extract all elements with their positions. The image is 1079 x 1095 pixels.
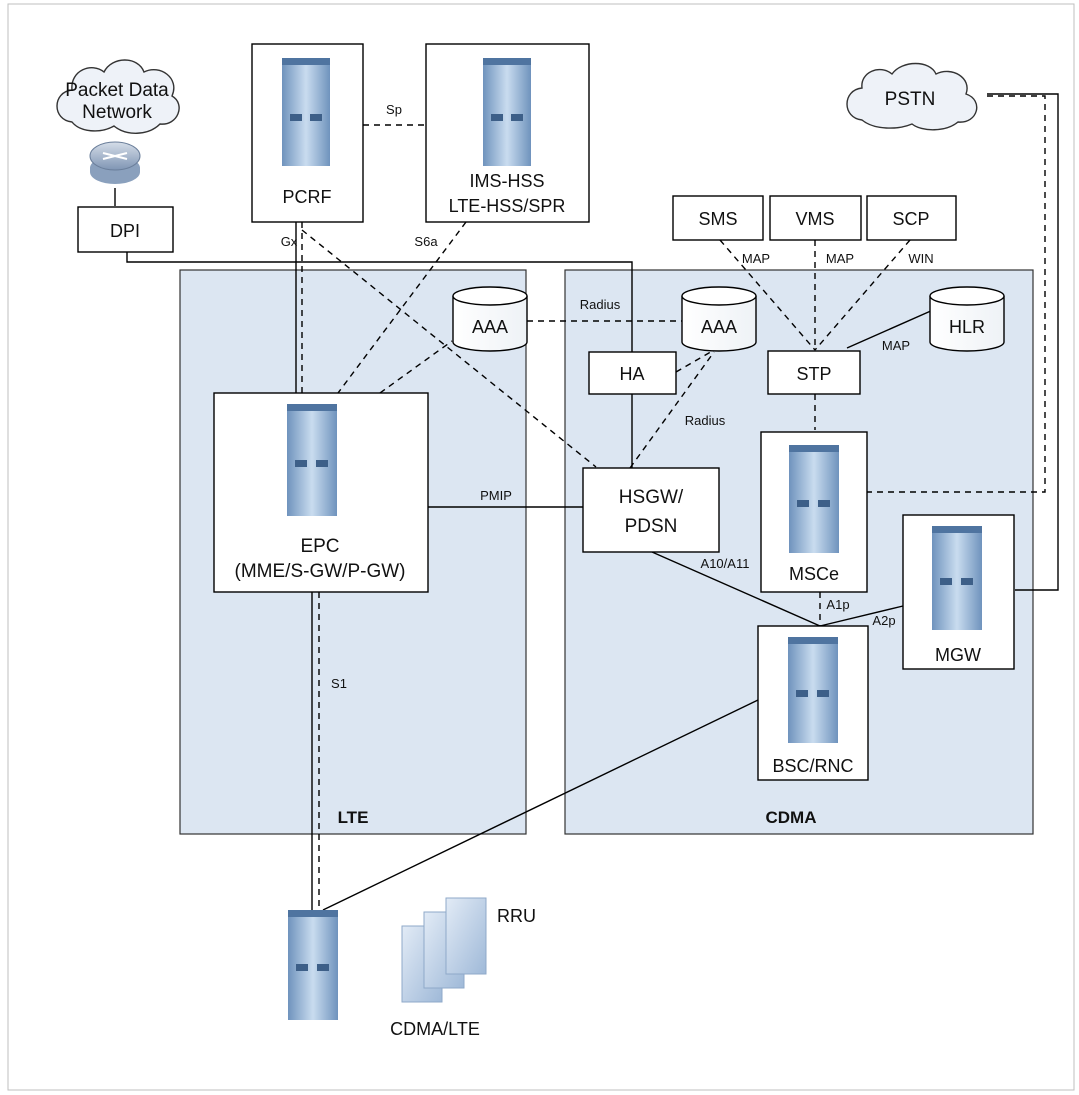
if-win: WIN — [908, 251, 933, 266]
cloud-icon — [846, 62, 978, 131]
dpi-box: DPI — [77, 206, 174, 253]
if-s1: S1 — [331, 676, 347, 691]
packet-data-network-cloud: Packet Data Network — [56, 59, 180, 134]
solid-links — [114, 93, 1059, 911]
database-icon — [681, 286, 757, 352]
aaa-cdma-database: AAA — [681, 286, 757, 352]
aaa-cdma-label: AAA — [701, 317, 737, 337]
if-s6a: S6a — [414, 234, 438, 249]
link-sms-stp — [719, 239, 816, 351]
link-ha-aaa — [675, 349, 715, 373]
pdn-label-line1: Packet Data — [65, 80, 169, 101]
if-map-sms: MAP — [742, 251, 770, 266]
link-pstn-mgw — [987, 93, 1059, 591]
dpi-label: DPI — [110, 221, 140, 241]
if-a1p: A1p — [826, 597, 849, 612]
link-scp-stp — [814, 239, 911, 351]
server-icon — [789, 445, 839, 553]
link-a10 — [651, 551, 821, 627]
mgw-label: MGW — [935, 645, 981, 665]
hsgw-label-line2: PDSN — [625, 516, 678, 537]
link-dpi-ha — [126, 252, 633, 352]
if-map-hlr: MAP — [882, 338, 910, 353]
link-bsc-bts — [322, 699, 759, 911]
link-s6a — [337, 221, 467, 394]
bts-server — [288, 910, 338, 1020]
msce-box: MSCe — [760, 431, 868, 593]
ha-label: HA — [619, 364, 644, 384]
bts-label: CDMA/LTE — [390, 1019, 480, 1039]
ha-box: HA — [588, 351, 677, 395]
server-icon — [288, 910, 338, 1020]
scp-label: SCP — [892, 209, 929, 229]
server-icon — [287, 404, 337, 516]
rru-icon — [401, 897, 487, 1003]
link-pcrf-hsgw — [301, 229, 597, 468]
vms-label: VMS — [795, 209, 834, 229]
hsgw-label-line1: HSGW/ — [619, 487, 684, 508]
link-epc-aaa — [379, 340, 453, 394]
aaa-lte-database: AAA — [452, 286, 528, 352]
bsc-box: BSC/RNC — [757, 625, 869, 781]
cdma-region-label: CDMA — [766, 808, 817, 827]
cloud-icon — [56, 59, 180, 134]
vms-box: VMS — [769, 195, 862, 241]
scp-box: SCP — [866, 195, 957, 241]
if-map-vms: MAP — [826, 251, 854, 266]
rru-label: RRU — [497, 906, 536, 926]
ims-hss-box: IMS-HSS LTE-HSS/SPR — [425, 43, 590, 223]
ims-hss-label-line2: LTE-HSS/SPR — [449, 196, 566, 216]
mgw-box: MGW — [902, 514, 1015, 670]
msce-label: MSCe — [789, 564, 839, 584]
if-gx: Gx — [281, 234, 298, 249]
link-hsgw-aaa — [629, 351, 715, 469]
pdn-label-line2: Network — [82, 102, 152, 123]
if-a10-a11: A10/A11 — [701, 556, 750, 571]
database-icon — [929, 286, 1005, 352]
sms-label: SMS — [698, 209, 737, 229]
link-stp-hlr — [846, 309, 934, 349]
aaa-lte-label: AAA — [472, 317, 508, 337]
server-icon — [282, 58, 330, 166]
epc-box: EPC (MME/S-GW/P-GW) — [213, 392, 429, 593]
interface-labels: Sp Gx S6a Radius Radius MAP MAP WIN MAP … — [281, 102, 934, 691]
hlr-label: HLR — [949, 317, 985, 337]
pcrf-label: PCRF — [283, 187, 332, 207]
server-icon — [483, 58, 531, 166]
hsgw-box: HSGW/ PDSN — [582, 467, 720, 553]
epc-label-line1: EPC — [300, 536, 339, 557]
epc-label-line2: (MME/S-GW/P-GW) — [235, 561, 406, 582]
link-a2p — [819, 605, 904, 627]
if-a2p: A2p — [872, 613, 895, 628]
pstn-cloud: PSTN — [846, 62, 978, 131]
lte-region-label: LTE — [338, 808, 369, 827]
if-sp: Sp — [386, 102, 402, 117]
ims-hss-label-line1: IMS-HSS — [469, 171, 544, 191]
link-pstn-msce — [867, 95, 1046, 493]
stp-box: STP — [767, 350, 861, 395]
hlr-database: HLR — [929, 286, 1005, 352]
pcrf-box: PCRF — [251, 43, 364, 223]
if-pmip: PMIP — [480, 488, 512, 503]
stp-label: STP — [796, 364, 831, 384]
if-radius-mid: Radius — [685, 413, 726, 428]
router-icon — [89, 141, 141, 184]
if-radius-top: Radius — [580, 297, 621, 312]
pstn-label: PSTN — [885, 89, 936, 110]
server-icon — [932, 526, 982, 630]
server-icon — [788, 637, 838, 743]
bsc-label: BSC/RNC — [772, 756, 853, 776]
sms-box: SMS — [672, 195, 764, 241]
database-icon — [452, 286, 528, 352]
dashed-links — [301, 95, 1046, 910]
